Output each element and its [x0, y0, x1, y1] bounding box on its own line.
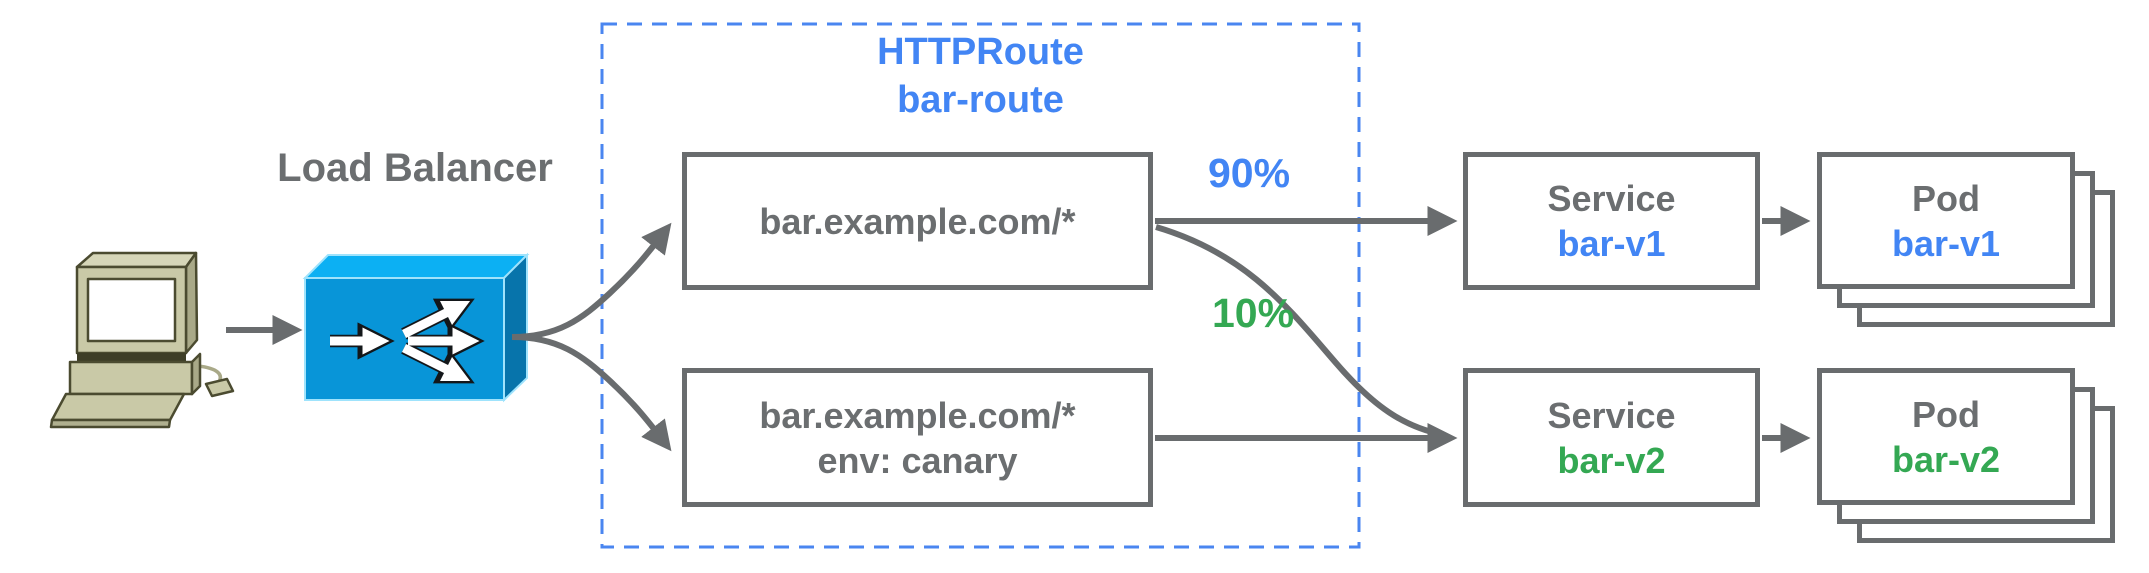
- route-rule-box-2: bar.example.com/* env: canary: [682, 368, 1153, 507]
- pod-box-bar-v1: Pod bar-v1: [1817, 152, 2075, 289]
- lb-side-face: [503, 252, 528, 403]
- weight-90-label: 90%: [1208, 150, 1291, 196]
- keyboard: [50, 392, 186, 422]
- route-rule-box-1: bar.example.com/*: [682, 152, 1153, 290]
- route-match-hostname: bar.example.com/*: [759, 394, 1076, 436]
- httproute-title: HTTPRoute bar-route: [601, 28, 1360, 124]
- service-name: bar-v2: [1557, 439, 1666, 481]
- pod-stack-bar-v2: Pod bar-v2: [1817, 368, 2115, 543]
- monitor-top-face: [75, 251, 198, 269]
- service-box-bar-v2: Service bar-v2: [1463, 368, 1760, 507]
- pod-title: Pod: [1912, 177, 1980, 219]
- load-balancer-icon: [302, 252, 530, 403]
- pod-box-bar-v2: Pod bar-v2: [1817, 368, 2075, 505]
- httproute-boundary: [600, 22, 1361, 549]
- lb-to-route1-arrow: [511, 222, 672, 340]
- mouse: [204, 377, 235, 398]
- service-title: Service: [1547, 394, 1676, 436]
- monitor-screen: [86, 277, 177, 343]
- computer-base-side: [190, 352, 202, 396]
- computer-base: [68, 360, 194, 396]
- route1-to-service2-curve: [1155, 224, 1445, 438]
- pod-name: bar-v1: [1891, 222, 2001, 264]
- lb-arrows: [330, 300, 480, 382]
- load-balancer-label: Load Balancer: [277, 146, 553, 190]
- service-title: Service: [1547, 178, 1676, 219]
- pod-stack-bar-v1: Pod bar-v1: [1817, 152, 2115, 327]
- weight-10-label: 10%: [1212, 290, 1295, 336]
- connector-arrows: [226, 206, 1811, 453]
- lb-top-face: [302, 254, 530, 279]
- httproute-name: bar-route: [897, 79, 1064, 121]
- route-match-hostname: bar.example.com/*: [759, 200, 1076, 242]
- service-box-bar-v1: Service bar-v1: [1463, 152, 1760, 290]
- service-name: bar-v1: [1557, 223, 1666, 264]
- lb-arrow-out-up: [401, 300, 471, 339]
- lb-to-route2-arrow: [511, 334, 672, 452]
- pod-name: bar-v2: [1891, 438, 2001, 480]
- pod-title: Pod: [1912, 393, 1980, 435]
- monitor-neck: [77, 353, 186, 362]
- route-match-header: env: canary: [817, 439, 1018, 481]
- keyboard-edge: [49, 418, 172, 429]
- client-computer-icon: [49, 251, 235, 429]
- lb-arrow-out-down: [401, 343, 471, 382]
- httproute-kind: HTTPRoute: [877, 31, 1084, 73]
- monitor-side-face: [184, 251, 199, 355]
